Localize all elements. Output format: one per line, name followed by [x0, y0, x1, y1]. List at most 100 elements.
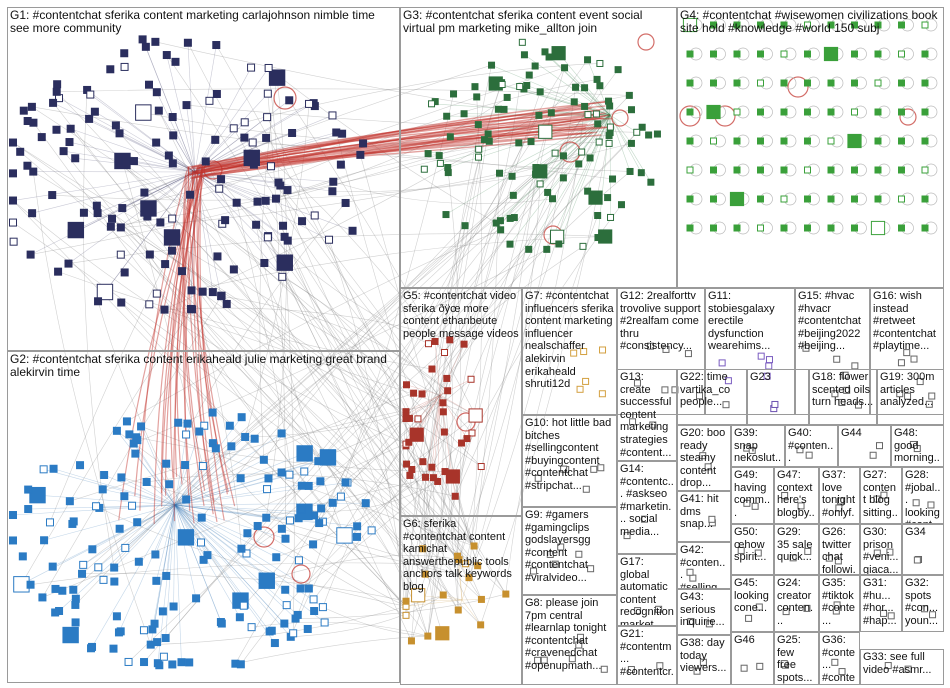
g3-node — [496, 217, 504, 225]
g2-node — [352, 532, 361, 541]
g49-node — [743, 499, 751, 507]
group-box-g17: G17: global automatic content recognitio… — [617, 554, 677, 626]
g2-node — [272, 553, 281, 562]
g2-node — [320, 618, 329, 627]
g3-node — [484, 130, 492, 138]
g16-node — [910, 355, 918, 363]
group-label: G29: 35 sale quick... — [777, 526, 813, 564]
cross-group-edge — [52, 173, 536, 201]
g2-edge — [146, 481, 176, 506]
g34-node — [913, 556, 921, 564]
g4-node — [757, 108, 764, 116]
group-label: G7: #contentchat influencers sferika con… — [525, 290, 614, 391]
g2-node — [297, 481, 306, 490]
g2-node — [285, 470, 294, 479]
self-loop — [637, 33, 655, 51]
g3-node — [575, 160, 583, 168]
g4-node — [710, 224, 717, 232]
g1-node — [261, 196, 270, 205]
g1-node — [71, 154, 80, 163]
g12-node — [661, 386, 669, 394]
g1-edge — [86, 89, 196, 173]
g6-node — [474, 562, 482, 570]
cross-group-edge — [73, 174, 536, 590]
group-label: G39: snap nekoslut... — [734, 427, 782, 466]
self-loop — [611, 109, 629, 127]
g2-edge — [155, 504, 176, 555]
g2-edge — [174, 481, 321, 506]
g2-edge — [174, 465, 204, 506]
g7-node — [599, 346, 607, 354]
g2-edge — [174, 504, 300, 561]
g1-edge — [88, 118, 196, 173]
g2-node — [129, 439, 138, 448]
g4-node — [921, 195, 929, 203]
g5-node — [468, 408, 483, 423]
g4-node — [898, 79, 905, 87]
cross-group-edge — [133, 160, 417, 435]
g2-node — [78, 569, 87, 578]
g1-node — [48, 191, 57, 200]
g5-node — [428, 365, 436, 373]
g1-edge — [104, 171, 196, 293]
cross-group-edge — [143, 123, 598, 663]
g1-node — [66, 124, 75, 133]
group-box-g28: G28: #jobal... looking #cont... — [902, 467, 944, 524]
g2-node — [137, 422, 146, 431]
group-label: G23 — [750, 371, 771, 383]
g2-node — [38, 593, 47, 602]
group-label: G36: #conte... #conte... — [822, 634, 856, 684]
g2-node — [235, 613, 244, 622]
g1-edge — [30, 171, 196, 255]
g30-node — [886, 548, 894, 556]
g2-node — [277, 429, 286, 438]
g2-edge — [52, 504, 176, 567]
heavy-edge — [118, 167, 204, 521]
g3-edge — [446, 114, 611, 117]
group-box-g2: G2: #contentchat sferika content erikahe… — [7, 351, 400, 683]
g5-node — [428, 463, 436, 471]
g5-edge — [406, 384, 441, 396]
g45-node — [755, 603, 763, 611]
self-loop — [291, 564, 311, 584]
g45-node — [745, 614, 753, 622]
g1-node — [248, 138, 257, 147]
g2-node — [281, 585, 290, 594]
g1-edge — [194, 171, 285, 263]
g1-node — [19, 106, 28, 115]
g2-node — [236, 660, 245, 669]
group-box-g15: G15: #hvac #hvacr #contentchat #beijing2… — [795, 288, 870, 415]
g2-node — [162, 459, 171, 468]
g2-node — [48, 562, 57, 571]
g2-node — [100, 470, 109, 479]
cross-group-edge — [221, 295, 448, 391]
g6-node — [402, 597, 410, 605]
g4-node — [823, 46, 839, 62]
g2-node — [168, 660, 177, 669]
cross-group-edge — [122, 95, 630, 209]
g2-edge — [174, 504, 202, 518]
g3-node — [442, 211, 450, 219]
g1-node — [229, 124, 238, 133]
g11-node — [718, 359, 726, 367]
g3-node — [508, 172, 516, 180]
group-label: G3: #contentchat sferika content event s… — [403, 8, 643, 36]
g2-edge — [125, 504, 176, 549]
cross-group-edge — [281, 528, 470, 578]
cross-group-edge — [422, 133, 489, 549]
g2-edge — [174, 434, 187, 506]
g4-node — [851, 21, 858, 29]
g2-node — [270, 639, 279, 648]
cross-group-edge — [165, 69, 619, 639]
cross-group-edge — [121, 302, 407, 607]
group-box-g42: G42: #conten... #selling... — [677, 542, 731, 589]
cross-group-edge — [236, 202, 299, 519]
cross-group-edge — [185, 174, 536, 538]
cross-group-edge — [12, 200, 407, 607]
g1-node — [90, 107, 99, 116]
group-label: G40: #conten... #sellingc... — [788, 427, 834, 466]
g3-node — [559, 152, 567, 160]
g3-node — [450, 90, 458, 98]
g1-node — [94, 297, 103, 306]
g3-node — [570, 98, 578, 106]
